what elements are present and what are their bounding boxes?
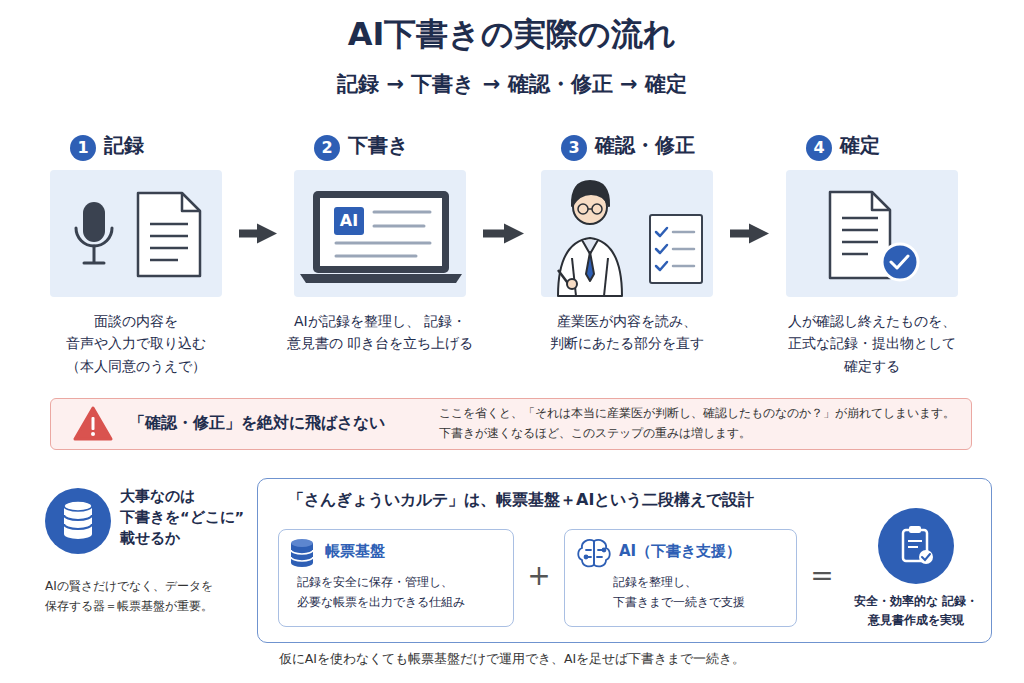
- flow-arrow: [483, 230, 508, 238]
- step-box: 2下書きAIAIが記録を整理し、 記録・意見書の 叩き台を立ち上げる: [294, 170, 466, 297]
- component-heading: AI（下書き支援）: [619, 541, 741, 562]
- page-caption: 仮にAIを使わなくても帳票基盤だけで運用でき、AIを足せば下書きまで一続き。: [0, 650, 1024, 668]
- step-heading: 記録: [104, 131, 144, 159]
- step-heading: 確定: [840, 131, 880, 159]
- step-description: 人が確認し終えたものを、 正式な記録・提出物として 確定する: [772, 310, 972, 377]
- database-badge: [45, 488, 111, 554]
- step-number: 1: [70, 135, 96, 161]
- component-text: 記録を整理し、 下書きまで一続きで支援: [613, 572, 788, 612]
- callout-heading: 大事なのは 下書きを“どこに” 載せるか: [120, 486, 254, 549]
- step-description: AIが記録を整理し、 記録・意見書の 叩き台を立ち上げる: [280, 310, 480, 355]
- component-box: AI（下書き支援） 記録を整理し、 下書きまで一続きで支援: [564, 529, 797, 627]
- step-box: 1記録面談の内容を 音声や入力で取り込む （本人同意のうえで）: [50, 170, 222, 297]
- database-badge-part: [64, 501, 92, 511]
- result-circle: 安全・効率的な 記録・意見書作成を実現: [878, 508, 954, 584]
- step-description: 面談の内容を 音声や入力で取り込む （本人同意のうえで）: [36, 310, 236, 377]
- flow-arrow: [730, 230, 753, 238]
- step-heading: 下書き: [348, 131, 408, 159]
- component-heading: 帳票基盤: [325, 541, 385, 562]
- warning-heading: 「確認・修正」を絶対に飛ばさない: [129, 412, 385, 434]
- page-title: AI下書きの実際の流れ: [0, 14, 1024, 56]
- warning-band: 「確認・修正」を絶対に飛ばさないここを省くと、「それは本当に産業医が判断し、確認…: [50, 398, 972, 450]
- step-number: 3: [561, 135, 587, 161]
- ai-badge: AI: [334, 207, 364, 235]
- equals-sign: =: [808, 558, 836, 594]
- platform-box: 「さんぎょういカルテ」は、帳票基盤＋AIという二段構えで設計帳票基盤記録を安全に…: [257, 478, 992, 643]
- database-badge-part: [64, 524, 92, 529]
- database-badge-part: [64, 506, 92, 539]
- callout-text: AIの賢さだけでなく、データを 保存する器＝帳票基盤が重要。: [45, 576, 250, 617]
- step-number: 4: [806, 135, 832, 161]
- circle-outline: [878, 508, 954, 584]
- database-badge-part: [45, 488, 111, 554]
- flow-arrow: [239, 230, 261, 238]
- step-number: 2: [314, 135, 340, 161]
- step-description: 産業医が内容を読み、 判断にあたる部分を直す: [527, 310, 727, 355]
- result-text: 安全・効率的な 記録・意見書作成を実現: [841, 592, 991, 630]
- database-badge-part: [64, 515, 92, 520]
- step-heading: 確認・修正: [595, 131, 695, 159]
- platform-heading: 「さんぎょういカルテ」は、帳票基盤＋AIという二段構えで設計: [288, 489, 754, 511]
- flow-summary: 記録 → 下書き → 確認・修正 → 確定: [0, 70, 1024, 99]
- plus-sign: +: [525, 558, 553, 594]
- component-text: 記録を安全に保存・管理し、 必要な帳票を出力できる仕組み: [297, 572, 502, 612]
- step-box: 4確定人が確認し終えたものを、 正式な記録・提出物として 確定する: [786, 170, 958, 297]
- component-box: 帳票基盤記録を安全に保存・管理し、 必要な帳票を出力できる仕組み: [278, 529, 514, 627]
- warning-text: ここを省くと、「それは本当に産業医が判断し、確認したものなのか？」が崩れてしまい…: [439, 404, 984, 444]
- circle-shape: [878, 508, 954, 584]
- step-box: 3確認・修正産業医が内容を読み、 判断にあたる部分を直す: [541, 170, 713, 297]
